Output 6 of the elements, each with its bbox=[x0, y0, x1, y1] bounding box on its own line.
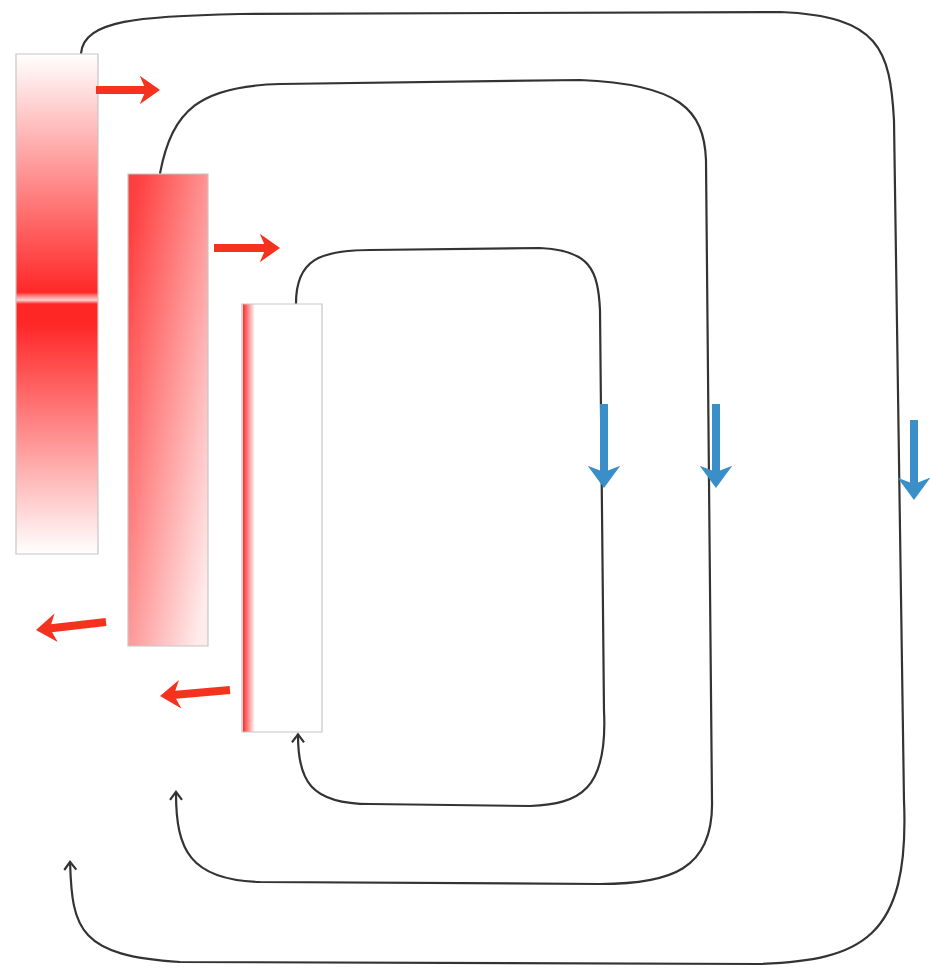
loop-line bbox=[291, 246, 606, 808]
gradient-bar bbox=[15, 53, 99, 555]
gradient-bar bbox=[241, 303, 323, 733]
gradient-bar bbox=[127, 173, 209, 647]
loop-line bbox=[63, 10, 906, 966]
loop-line bbox=[158, 78, 714, 886]
